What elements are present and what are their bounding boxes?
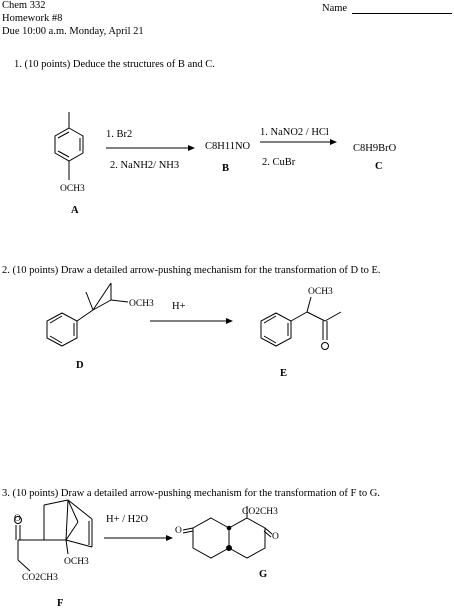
label-f: F [57,598,64,609]
label-a: A [71,205,79,216]
name-blank-line [352,13,452,14]
question-2-prompt: 2. (10 points) Draw a detailed arrow-pus… [2,265,381,276]
question-3-prompt: 3. (10 points) Draw a detailed arrow-pus… [2,488,380,499]
product-e-methoxy: OCH3 [308,287,333,297]
homework-number: Homework #8 [2,13,63,24]
label-b: B [222,163,230,174]
compound-f-structure [14,499,93,572]
course-title: Chem 332 [2,0,46,11]
step1-reagent-1: 1. Br2 [106,129,133,140]
label-e: E [280,368,288,379]
label-c: C [375,161,383,172]
name-label: Name [322,3,348,14]
compound-g-ester: CO2CH3 [242,507,278,517]
due-date: Due 10:00 a.m. Monday, April 21 [2,26,144,37]
step2-reagent-2: 2. CuBr [262,157,296,168]
label-g: G [259,569,268,580]
formula-b: C8H11NO [205,141,251,152]
reagent-acid: H+ [172,301,186,312]
step1-reagent-2: 2. NaNH2/ NH3 [110,160,180,171]
compound-d-structure [46,282,129,347]
compound-a-structure [54,112,84,180]
compound-f-methoxy: OCH3 [64,557,89,567]
compound-e-structure [260,296,342,350]
compound-f-ester: CO2CH3 [22,573,58,583]
question-1-prompt: 1. (10 points) Deduce the structures of … [14,59,215,70]
epoxide-methoxy: OCH3 [129,299,154,309]
step2-reagent-1: 1. NaNO2 / HCl [260,127,329,138]
g-ketone-oxygen-left: O [175,526,182,536]
f-ketone-oxygen: O [14,514,21,524]
g-ketone-oxygen-right: O [272,532,279,542]
reagent-acid-water: H+ / H2O [106,514,149,525]
label-d: D [76,360,84,371]
compound-g-structure [182,506,273,559]
formula-c: C8H9BrO [353,143,397,154]
compound-a-methoxy: OCH3 [60,184,85,194]
